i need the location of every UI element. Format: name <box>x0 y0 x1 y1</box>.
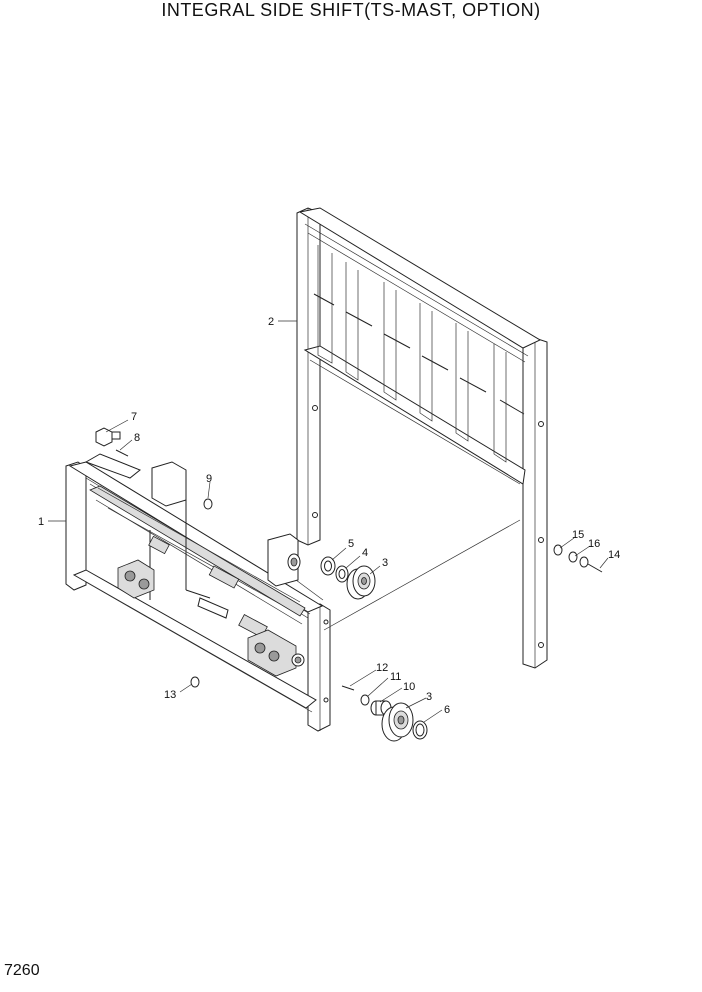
callout-3-upper: 3 <box>382 557 388 569</box>
bolt-8 <box>115 449 129 457</box>
callout-5: 5 <box>348 538 354 550</box>
callout-6: 6 <box>444 704 450 716</box>
callout-15: 15 <box>572 529 584 541</box>
callout-labels: 1 2 3 3 4 5 6 7 8 9 10 11 12 13 14 15 16 <box>38 316 620 716</box>
callout-11: 11 <box>390 671 401 683</box>
callout-4: 4 <box>362 547 368 559</box>
callout-14: 14 <box>608 549 620 561</box>
plug-13 <box>190 676 200 688</box>
page-number: 7260 <box>4 962 40 979</box>
roller-lower <box>381 702 414 742</box>
callout-12: 12 <box>376 662 388 674</box>
callout-10: 10 <box>403 681 415 693</box>
washer-5 <box>320 556 336 576</box>
callout-9: 9 <box>206 473 212 485</box>
callout-3-lower: 3 <box>426 691 432 703</box>
plug-9 <box>203 498 213 510</box>
washer-4 <box>335 565 349 583</box>
spring-pin-12 <box>341 685 355 691</box>
backrest-frame <box>296 207 548 669</box>
callout-1: 1 <box>38 516 44 528</box>
roller-upper <box>346 565 376 600</box>
bolt-14 <box>579 556 603 573</box>
washer-16 <box>568 551 578 563</box>
washer-15 <box>553 544 563 556</box>
o-ring-11 <box>360 694 370 706</box>
callout-8: 8 <box>134 432 140 444</box>
callout-7: 7 <box>131 411 137 423</box>
callout-16: 16 <box>588 538 600 550</box>
page-title: INTEGRAL SIDE SHIFT(TS-MAST, OPTION) <box>161 0 541 20</box>
carriage-assembly <box>65 453 331 732</box>
leader-lines <box>48 320 609 723</box>
callout-2: 2 <box>268 316 274 328</box>
grease-fitting <box>95 427 121 447</box>
callout-13: 13 <box>164 689 176 701</box>
snap-ring-6 <box>412 720 428 740</box>
